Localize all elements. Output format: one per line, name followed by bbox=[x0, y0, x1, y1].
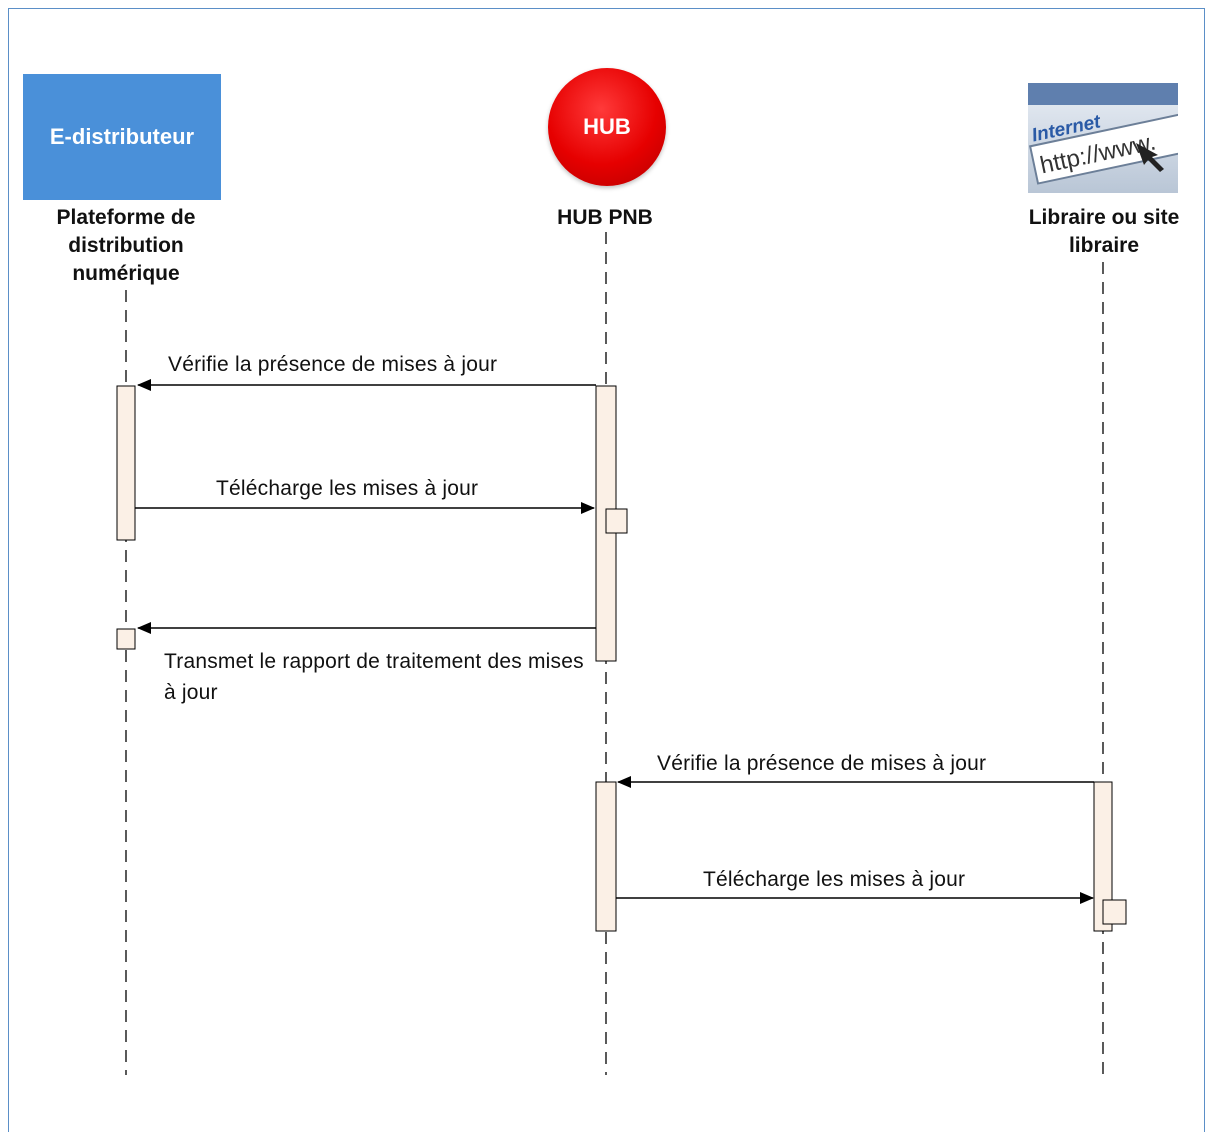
distributor-label-line: distribution bbox=[68, 234, 184, 257]
activation-bookseller-1 bbox=[1093, 781, 1113, 932]
bookseller-label: Libraire ou site libraire bbox=[1004, 204, 1204, 260]
hub-actor-circle: HUB bbox=[548, 68, 666, 186]
distributor-label: Plateforme de distribution numérique bbox=[26, 204, 226, 288]
message-label: Télécharge les mises à jour bbox=[703, 868, 966, 891]
cursor-arrow-icon bbox=[1136, 143, 1164, 172]
bookseller-label-line: libraire bbox=[1068, 234, 1140, 257]
internet-browser-icon: Internet http://www. bbox=[1028, 83, 1178, 193]
distributor-label-line: numérique bbox=[72, 262, 180, 285]
activation-distributor-2 bbox=[116, 628, 136, 650]
message-label: Télécharge les mises à jour bbox=[216, 477, 479, 500]
diagram-frame bbox=[8, 8, 1205, 1132]
hub-circle-text: HUB bbox=[583, 114, 631, 139]
hub-label: HUB PNB bbox=[557, 206, 653, 229]
activation-distributor-1 bbox=[116, 385, 136, 541]
message-label: Vérifie la présence de mises à jour bbox=[657, 752, 987, 775]
message-label: Transmet le rapport de traitement des mi… bbox=[164, 650, 584, 704]
message-label: Vérifie la présence de mises à jour bbox=[168, 353, 498, 376]
activation-hub-2 bbox=[595, 781, 617, 932]
distributor-label-line: Plateforme de bbox=[56, 206, 196, 229]
activation-hub-self bbox=[605, 508, 628, 534]
distributor-box-text: E-distributeur bbox=[49, 124, 195, 149]
distributor-actor-box: E-distributeur bbox=[23, 74, 221, 200]
activation-bookseller-self bbox=[1102, 899, 1127, 925]
bookseller-label-line: Libraire ou site bbox=[1028, 206, 1180, 229]
